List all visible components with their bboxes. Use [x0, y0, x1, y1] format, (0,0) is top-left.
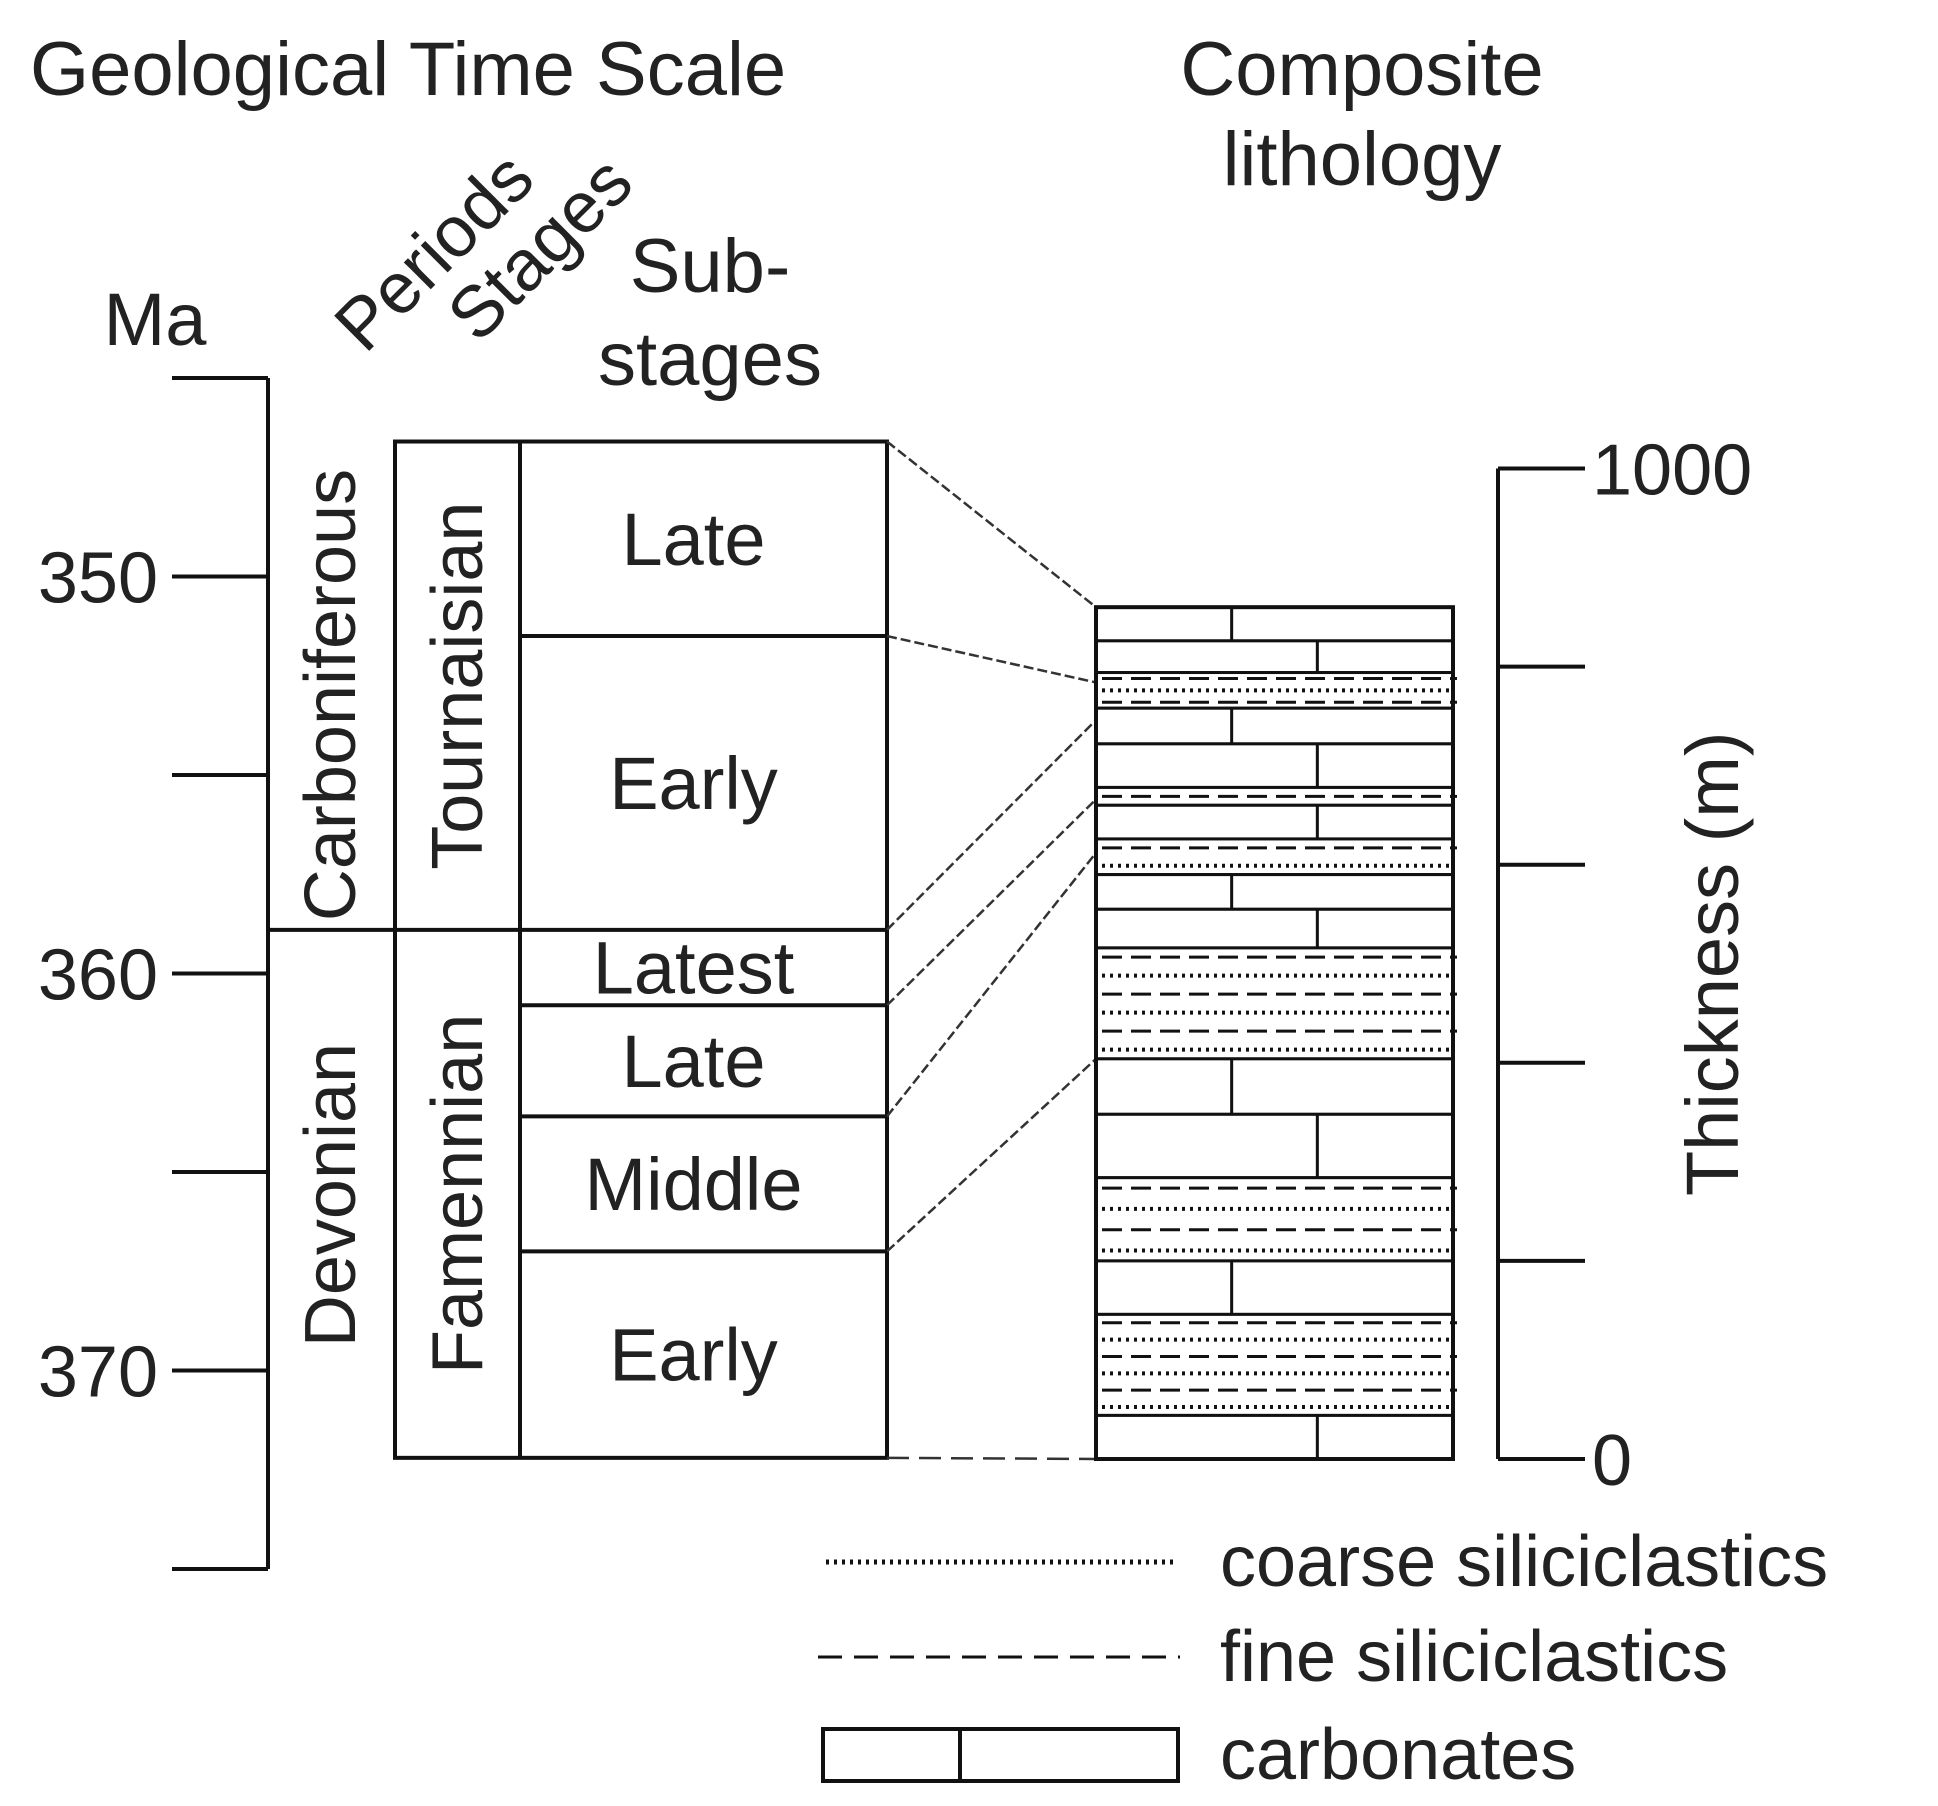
timescale-box — [393, 439, 889, 1460]
substage-label-latest: Latest — [593, 927, 795, 1010]
correlation-line — [886, 1456, 1097, 1461]
period-label-devonian: Devonian — [291, 1043, 371, 1347]
substage-label-late: Late — [621, 1020, 765, 1103]
correlation-line — [886, 852, 1097, 1118]
carbonate-bed — [1094, 706, 1455, 746]
substages-header-line2: stages — [598, 317, 822, 402]
carbonate-bed — [1094, 605, 1455, 643]
substage-label-early: Early — [609, 1314, 778, 1397]
carbonate-bed — [1094, 1057, 1455, 1116]
legend-label: fine siliciclastics — [1220, 1617, 1728, 1697]
lithology-column — [1094, 605, 1457, 1461]
carbonate-bed — [1094, 873, 1455, 911]
carbonate-bed — [1094, 742, 1455, 789]
substage-label-early: Early — [609, 742, 778, 825]
thickness-tick-label: 1000 — [1592, 431, 1752, 511]
thickness-tick-label: 0 — [1592, 1421, 1632, 1501]
siliciclastic-bed — [1094, 1312, 1455, 1417]
ma-tick-label: 350 — [38, 539, 158, 619]
carbonate-bed — [1094, 1413, 1455, 1461]
correlation-lines — [886, 440, 1097, 1461]
substage-label-middle: Middle — [585, 1143, 803, 1226]
carbonate-bed — [1094, 1112, 1455, 1180]
lithology-title-line1: Composite — [1180, 27, 1543, 112]
timescale-title: Geological Time Scale — [30, 27, 786, 112]
ma-tick-label: 360 — [38, 936, 158, 1016]
lithology-column-outline — [1094, 605, 1455, 1461]
siliciclastic-bed — [1094, 837, 1455, 877]
carbonate-bed — [1094, 803, 1455, 841]
ma-axis: 350 360 370 — [38, 376, 270, 1571]
ma-tick-label: 370 — [38, 1333, 158, 1413]
substage-label-late: Late — [621, 498, 765, 581]
correlation-line — [886, 634, 1097, 684]
siliciclastic-bed — [1094, 946, 1455, 1061]
carbonate-bed — [1094, 907, 1455, 950]
siliciclastic-bed — [1094, 1176, 1455, 1263]
substages-header-line1: Sub- — [630, 224, 791, 309]
period-label-carboniferous: Carboniferous — [291, 469, 371, 921]
thickness-axis-label: Thickness (m) — [1671, 731, 1754, 1196]
legend: coarse siliciclastics fine siliciclastics… — [818, 1522, 1828, 1795]
carbonate-bed — [1094, 639, 1455, 675]
stage-label-famennian: Famennian — [418, 1014, 498, 1374]
correlation-line — [886, 719, 1097, 931]
correlation-line — [886, 798, 1097, 1007]
legend-label: carbonates — [1220, 1715, 1576, 1795]
carbonate-bed — [1094, 1259, 1455, 1316]
legend-carbonate-swatch — [821, 1727, 1180, 1783]
stage-label-tournaisian: Tournaisian — [418, 502, 498, 870]
legend-label: coarse siliciclastics — [1220, 1522, 1828, 1602]
lithology-title-line2: lithology — [1223, 117, 1502, 202]
correlation-line — [886, 440, 1097, 609]
correlation-line — [886, 1057, 1097, 1253]
ma-header: Ma — [104, 278, 208, 361]
